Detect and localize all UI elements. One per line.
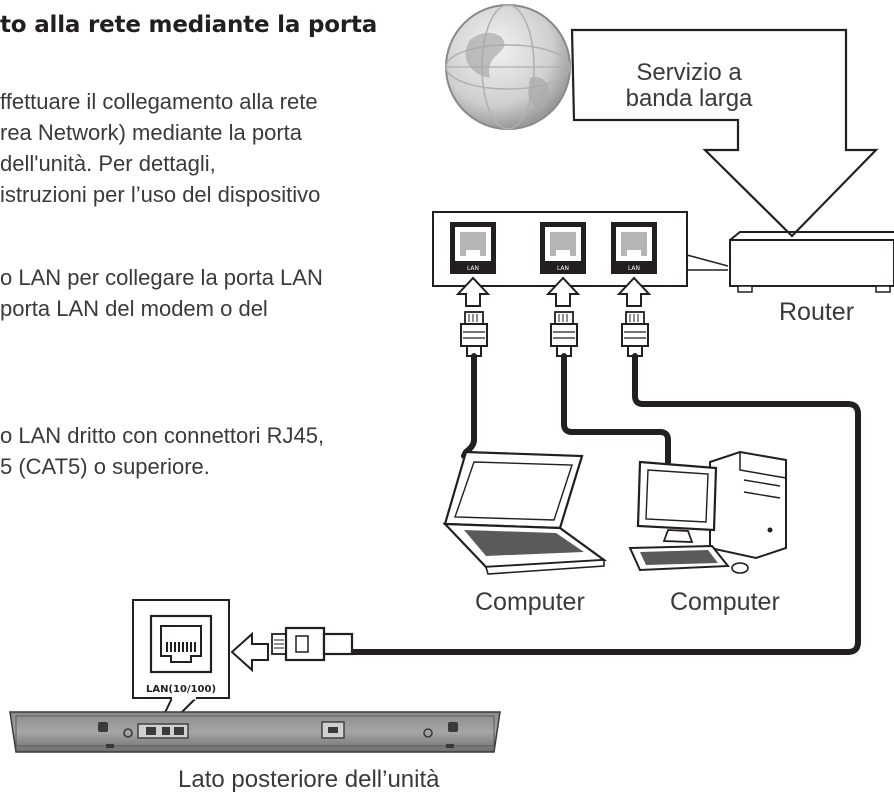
paragraph-line: dell'unità. Per dettagli,: [0, 151, 216, 176]
hub-port-label: LAN: [467, 265, 479, 272]
unit-rear-panel: [9, 711, 501, 753]
paragraph-line: o LAN per collegare la porta LAN: [0, 265, 323, 290]
arrow-icon: [616, 276, 652, 307]
lan-port-icon: [149, 614, 213, 674]
hub-port-label: LAN: [628, 265, 640, 272]
arrow-icon: [230, 631, 269, 673]
lan-port-icon: LAN: [540, 222, 586, 274]
hub-port-label: LAN: [557, 265, 569, 272]
paragraph-line: o LAN dritto con connettori RJ45,: [0, 423, 325, 448]
ethernet-plug-icon: [621, 311, 649, 357]
laptop-icon: [442, 450, 608, 575]
lan-port-icon: LAN: [450, 222, 496, 274]
ethernet-plug-icon: [271, 626, 354, 662]
section-heading: to alla rete mediante la porta: [0, 12, 378, 38]
paragraph-line: rea Network) mediante la porta: [0, 120, 303, 145]
broadband-arrow: [570, 28, 879, 238]
arrow-icon: [545, 276, 581, 307]
router-icon: [729, 231, 894, 293]
paragraph-line: porta LAN del modem o del: [0, 296, 268, 321]
rear-panel-label: Lato posteriore dell’unità: [178, 766, 440, 793]
laptop-computer-label: Computer: [475, 588, 585, 616]
ethernet-plug-icon: [460, 311, 488, 357]
globe-icon: [445, 4, 571, 130]
broadband-label-line1: Servizio a: [636, 59, 742, 86]
broadband-label: Servizio a banda larga: [614, 60, 764, 112]
desktop-computer-icon: [628, 450, 787, 574]
ethernet-plug-icon: [550, 311, 578, 357]
paragraph-line: ffettuare il collegamento alla rete: [0, 89, 318, 114]
paragraph-line: istruzioni per l’uso del dispositivo: [0, 182, 321, 207]
desktop-computer-label: Computer: [670, 588, 780, 616]
unit-port-label: LAN(10/100): [146, 684, 216, 695]
paragraph-line: 5 (CAT5) o superiore.: [0, 454, 210, 479]
lan-port-icon: LAN: [611, 222, 657, 274]
arrow-icon: [455, 276, 491, 307]
broadband-label-line2: banda larga: [625, 85, 753, 112]
router-label: Router: [779, 298, 855, 326]
